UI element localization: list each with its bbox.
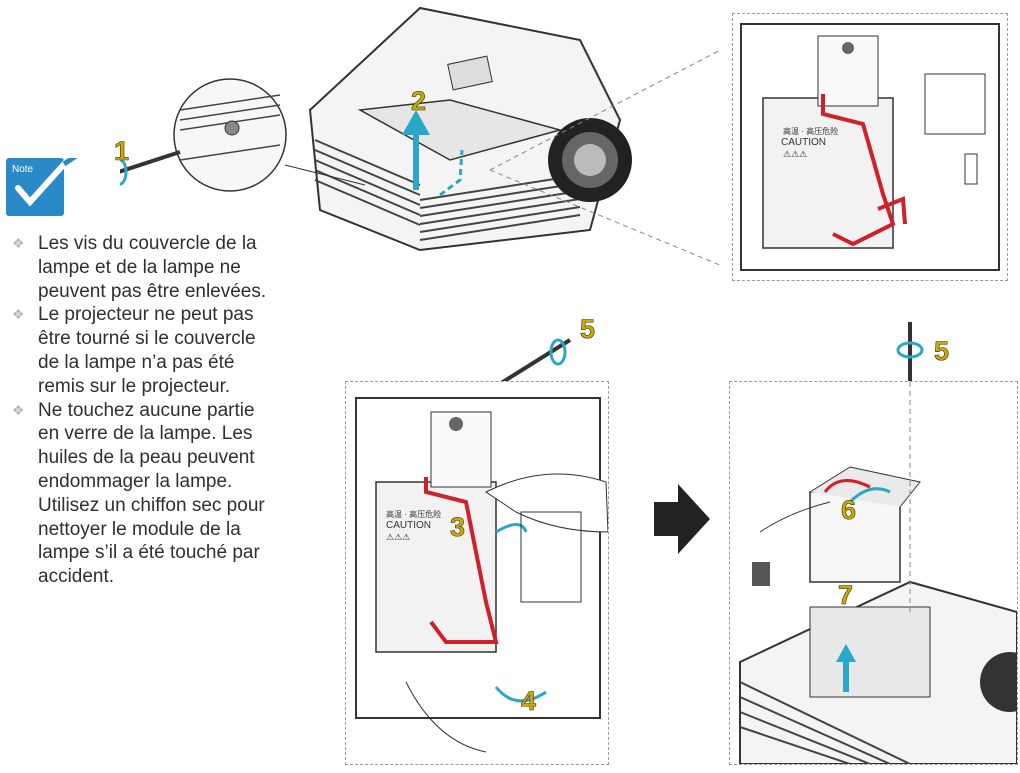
- step-number-2: 2: [411, 86, 427, 117]
- note-item-text: Les vis du couvercle de la lampe et de l…: [38, 233, 267, 302]
- lamp-label-line2: CAUTION: [781, 137, 826, 148]
- projector-top-illustration: [120, 0, 720, 300]
- note-item: ❖ Le projecteur ne peut pas être tourné s…: [8, 303, 270, 398]
- lamp-label-line2: CAUTION: [386, 520, 431, 531]
- note-item-text: Ne touchez aucune partie en verre de la …: [38, 399, 265, 588]
- lamp-label-line3: ⚠⚠⚠: [386, 533, 410, 543]
- step-number-4: 4: [521, 686, 537, 717]
- bullet-icon: ❖: [12, 235, 25, 251]
- step-number-1: 1: [114, 136, 130, 167]
- note-item-text: Le projecteur ne peut pas être tourné si…: [38, 304, 256, 397]
- note-list: ❖ Les vis du couvercle de la lampe et de …: [8, 232, 270, 589]
- lamp-extraction-panel: [729, 381, 1018, 765]
- lamp-label-line1: 高温 · 高压危险: [386, 509, 441, 519]
- note-item: ❖ Ne touchez aucune partie en verre de la…: [8, 399, 270, 589]
- step-number-6: 6: [841, 495, 857, 526]
- step-number-7: 7: [838, 580, 854, 611]
- bullet-icon: ❖: [12, 401, 25, 418]
- lamp-removal-panel: 高温 · 高压危险 CAUTION ⚠⚠⚠: [345, 381, 609, 765]
- lamp-label-line1: 高温 · 高压危险: [783, 126, 838, 136]
- screwdriver-5-right: [880, 322, 940, 382]
- bullet-icon: ❖: [12, 306, 25, 323]
- step-number-3: 3: [450, 512, 466, 543]
- lamp-detail-panel: 高温 · 高压危险 CAUTION ⚠⚠⚠: [732, 13, 1008, 281]
- note-icon: Note: [6, 158, 82, 216]
- note-label: Note: [12, 164, 34, 175]
- note-item: ❖ Les vis du couvercle de la lampe et de …: [8, 232, 270, 303]
- step-number-5: 5: [934, 336, 950, 367]
- next-step-arrow-icon: [654, 484, 710, 554]
- step-number-5: 5: [580, 314, 596, 345]
- lamp-label-line3: ⚠⚠⚠: [783, 150, 807, 160]
